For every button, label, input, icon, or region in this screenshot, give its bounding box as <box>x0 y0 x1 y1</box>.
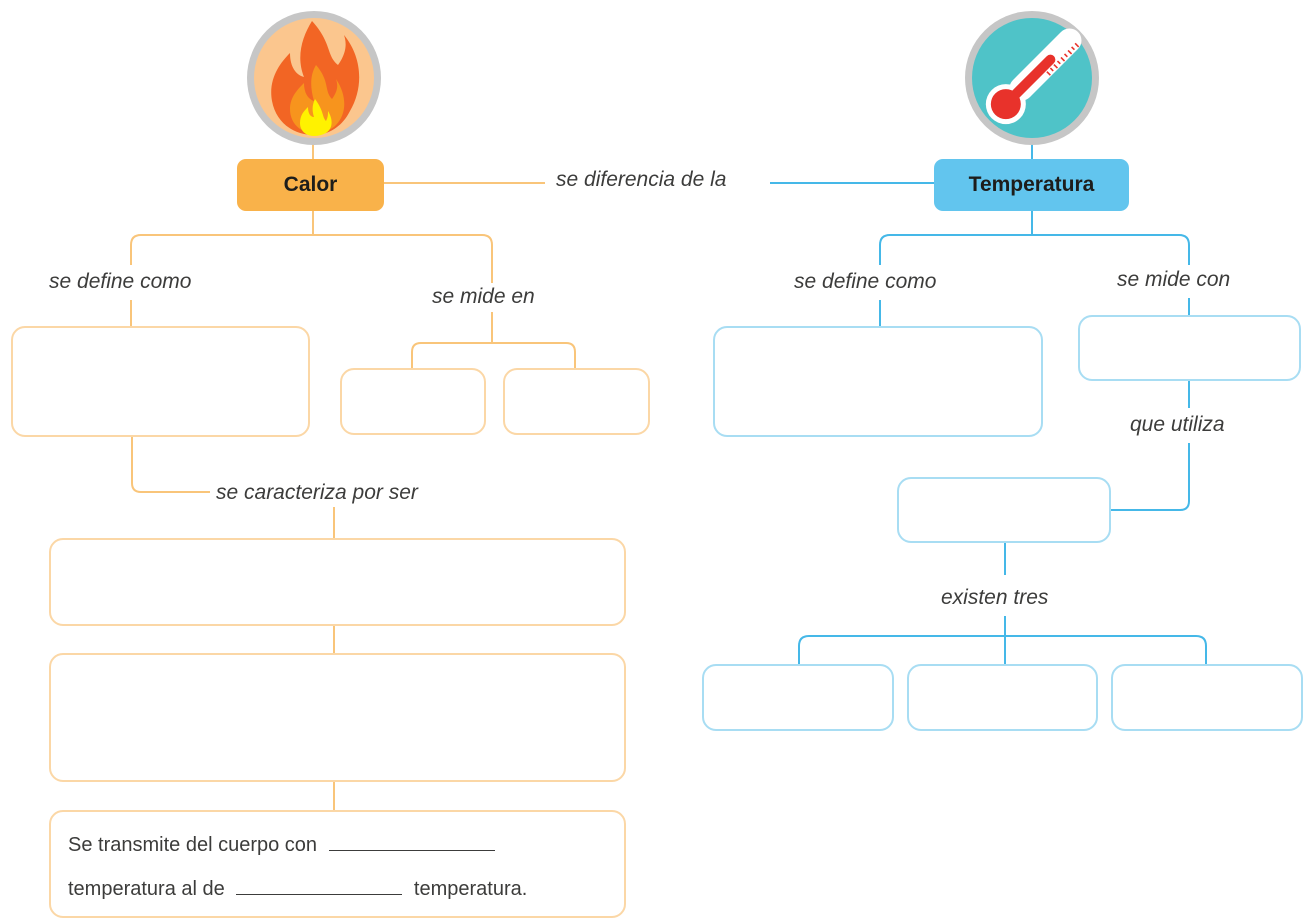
temperatura-scale-type-box-1[interactable] <box>702 664 894 731</box>
thermometer-icon <box>965 11 1099 145</box>
calor-characteristic-box-1[interactable] <box>49 538 626 626</box>
link-label: se diferencia de la <box>552 168 731 192</box>
transmission-line-1-text: Se transmite del cuerpo con <box>68 834 318 856</box>
temperatura-title: Temperatura <box>934 159 1129 211</box>
calor-unit-box-2[interactable] <box>503 368 650 435</box>
transmission-line-2a-text: temperatura al de <box>68 878 225 900</box>
calor-title: Calor <box>237 159 384 211</box>
transmission-line-2b-text: temperatura. <box>413 878 528 900</box>
temperatura-definition-box[interactable] <box>713 326 1043 437</box>
temperatura-scale-box[interactable] <box>897 477 1111 543</box>
transmission-blank-1[interactable] <box>328 832 495 851</box>
transmission-blank-2[interactable] <box>236 876 403 895</box>
temperatura-define-label: se define como <box>790 270 941 294</box>
calor-define-label: se define como <box>45 270 196 294</box>
transmission-line-1: Se transmite del cuerpo con <box>68 832 495 857</box>
calor-definition-box[interactable] <box>11 326 310 437</box>
temperatura-scale-type-box-2[interactable] <box>907 664 1098 731</box>
temperatura-instrument-box[interactable] <box>1078 315 1301 381</box>
calor-transmission-box: Se transmite del cuerpo con temperatura … <box>49 810 626 918</box>
temperatura-existen-label: existen tres <box>937 586 1053 610</box>
temperatura-scale-type-box-3[interactable] <box>1111 664 1303 731</box>
calor-caracteriza-label: se caracteriza por ser <box>212 481 422 505</box>
temperatura-mide-con-label: se mide con <box>1113 268 1235 292</box>
calor-unit-box-1[interactable] <box>340 368 486 435</box>
calor-mide-label: se mide en <box>428 285 539 309</box>
temperatura-utiliza-label: que utiliza <box>1126 413 1229 437</box>
calor-characteristic-box-2[interactable] <box>49 653 626 782</box>
transmission-line-2: temperatura al de temperatura. <box>68 876 527 901</box>
flame-icon <box>247 11 381 145</box>
